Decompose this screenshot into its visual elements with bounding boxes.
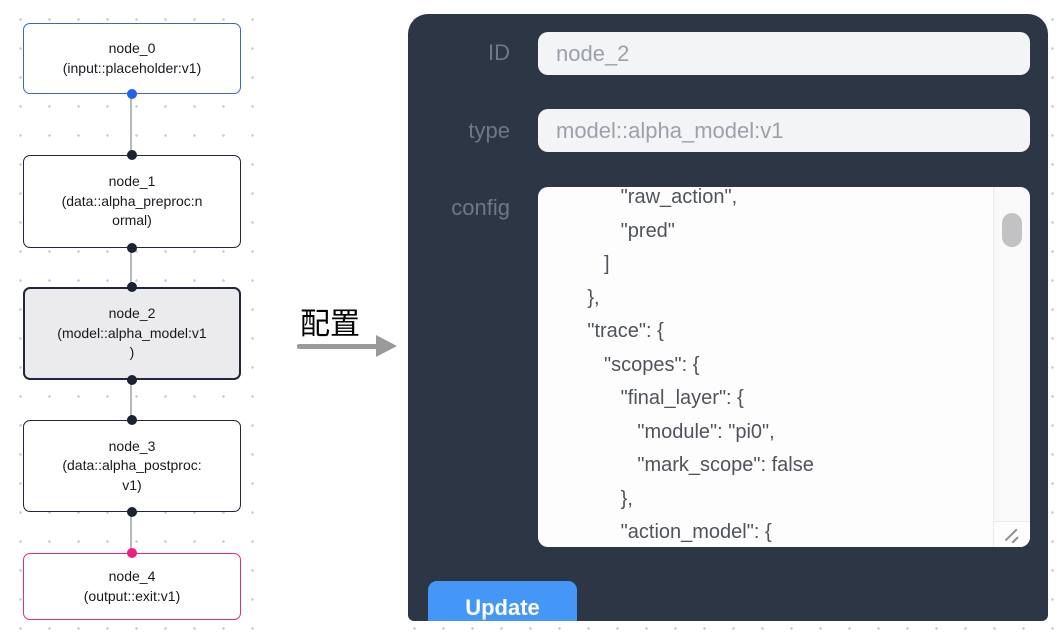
node-type-label: (data::alpha_postproc: v1)	[62, 457, 202, 493]
node-title: node_0	[108, 40, 156, 56]
configure-arrow	[297, 344, 378, 349]
port-node_3-in[interactable]	[127, 415, 137, 425]
port-node_2-out[interactable]	[127, 375, 137, 385]
flow-node-node_0[interactable]: node_0 (input::placeholder:v1)	[23, 23, 241, 94]
config-json-text[interactable]: "raw_action", "pred" ] }, "trace": { "sc…	[587, 187, 814, 543]
port-node_1-in[interactable]	[127, 150, 137, 160]
flow-node-node_3[interactable]: node_3 (data::alpha_postproc: v1)	[23, 420, 241, 512]
update-button[interactable]: Update	[428, 581, 577, 621]
id-label: ID	[488, 40, 510, 65]
flow-node-node_4[interactable]: node_4 (output::exit:v1)	[23, 553, 241, 620]
config-scrollbar-thumb[interactable]	[1002, 213, 1022, 247]
config-label: config	[451, 195, 510, 220]
config-scrollbar-track[interactable]	[993, 187, 1030, 521]
node-title: node_2	[108, 305, 156, 322]
id-input[interactable]	[538, 32, 1030, 75]
node-title: node_3	[108, 437, 156, 454]
config-textarea[interactable]: "raw_action", "pred" ] }, "trace": { "sc…	[538, 187, 1030, 547]
port-node_2-in[interactable]	[127, 282, 137, 292]
flow-canvas[interactable]: node_0 (input::placeholder:v1) node_1 (d…	[0, 0, 270, 643]
node-config-panel: ID type config "raw_action", "pred" ] },…	[408, 14, 1048, 621]
config-resize-corner[interactable]	[993, 521, 1030, 547]
node-title: node_4	[108, 568, 156, 584]
node-title: node_1	[108, 173, 156, 190]
node-type-label: (input::placeholder:v1)	[62, 59, 202, 76]
type-input[interactable]	[538, 109, 1030, 152]
edge-node_2-node_3[interactable]	[130, 380, 132, 420]
edge-node_3-node_4[interactable]	[130, 512, 132, 553]
edge-node_1-node_2[interactable]	[130, 248, 132, 287]
flow-node-node_2-selected[interactable]: node_2 (model::alpha_model:v1 )	[23, 287, 241, 380]
node-type-label: (model::alpha_model:v1 )	[57, 324, 207, 361]
node-type-label: (output::exit:v1)	[83, 587, 181, 604]
port-node_1-out[interactable]	[127, 243, 137, 253]
flow-node-node_1[interactable]: node_1 (data::alpha_preproc:n ormal)	[23, 155, 241, 248]
node-type-label: (data::alpha_preproc:n ormal)	[61, 192, 203, 229]
port-node_4-in[interactable]	[127, 548, 137, 558]
port-node_3-out[interactable]	[127, 507, 137, 517]
configure-label: 配置	[300, 308, 360, 341]
port-node_0-out[interactable]	[127, 89, 137, 99]
edge-node_0-node_1[interactable]	[130, 94, 132, 155]
configure-arrow-head-icon	[376, 335, 397, 357]
resize-grip-icon	[1011, 536, 1019, 544]
type-label: type	[468, 118, 510, 143]
